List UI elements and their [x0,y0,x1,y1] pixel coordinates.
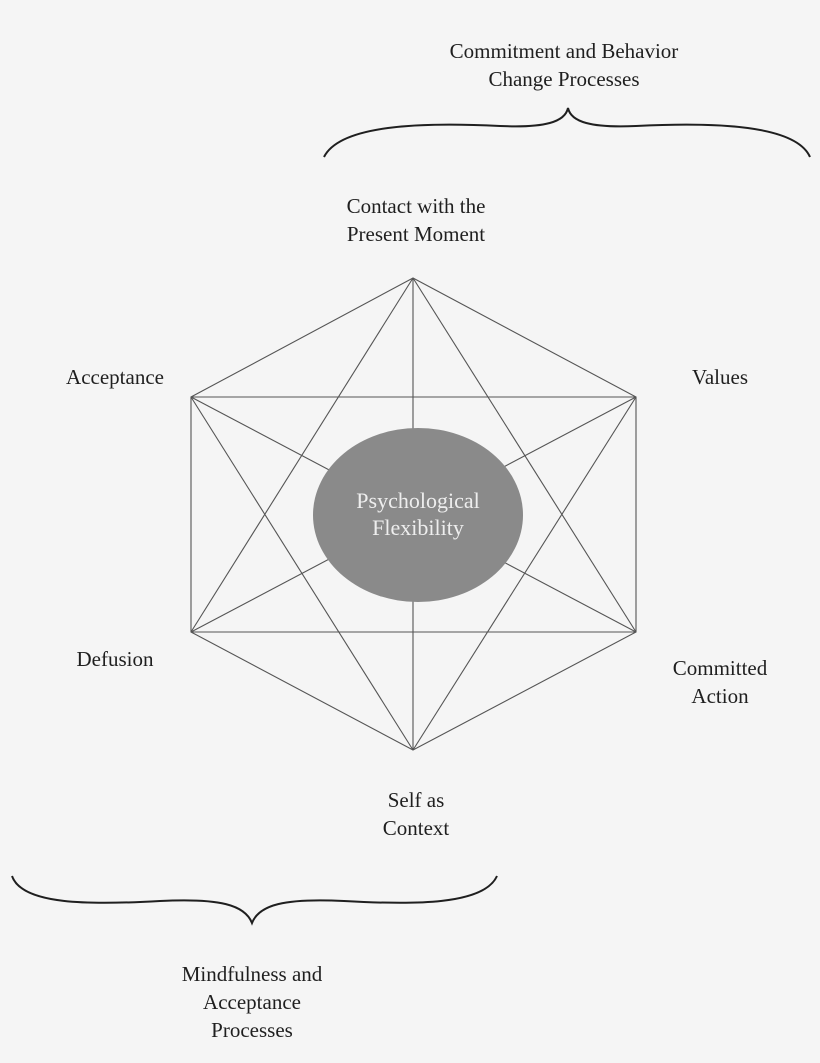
node-self-as-context: Self as Context [346,786,486,842]
node-committed-action: Committed Action [650,654,790,710]
center-label-line: Psychological [356,488,480,513]
node-defusion: Defusion [50,645,180,673]
node-label-line: Acceptance [66,365,164,389]
top-curly-brace [323,107,811,158]
node-label-line: Self as [387,788,445,812]
node-present-moment: Contact with the Present Moment [296,192,536,248]
connector-line [412,277,637,633]
bracket-label-mindfulness: Mindfulness and Acceptance Processes [142,960,362,1044]
bracket-label-line: Acceptance [203,990,301,1014]
node-label-line: Action [691,684,749,708]
node-label-line: Values [692,365,748,389]
center-label-psychological-flexibility: Psychological Flexibility [313,487,523,541]
bracket-label-line: Change Processes [488,67,640,91]
node-acceptance: Acceptance [40,363,190,391]
node-values: Values [660,363,780,391]
node-label-line: Contact with the [346,194,486,218]
bracket-label-commitment: Commitment and Behavior Change Processes [404,37,724,93]
center-ellipse [313,428,523,602]
bracket-label-line: Mindfulness and [181,962,323,986]
connector-line [190,396,414,751]
bracket-label-line: Commitment and Behavior [449,39,679,63]
bottom-curly-brace [11,875,498,926]
node-label-line: Context [382,816,450,840]
center-label-line: Flexibility [372,515,464,540]
node-label-line: Defusion [76,647,154,671]
bracket-label-line: Processes [211,1018,293,1042]
node-label-line: Present Moment [346,222,486,246]
node-label-line: Committed [672,656,768,680]
